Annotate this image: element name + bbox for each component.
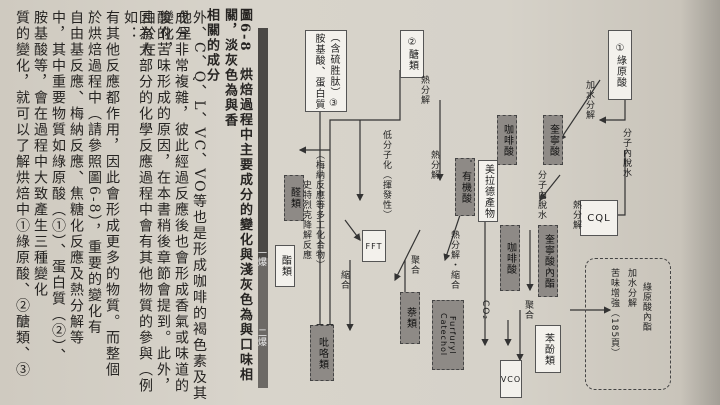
label-strecker: 史特烈克降解反應 xyxy=(301,180,311,260)
text-column: 成分非常複雜，彼此經過反應後也會形成香氣或味道的變化， xyxy=(158,10,189,394)
amino-protein-box: （含硫胜肽）③胺基酸、蛋白質 xyxy=(305,30,347,112)
text-column: 質的變化，就可以了解烘焙中①綠原酸、②醣類、③ xyxy=(14,10,30,378)
sugar-box: ②醣類 xyxy=(400,30,424,78)
chlorogenic-acid-box: ①綠原酸 xyxy=(608,30,632,100)
spacer xyxy=(470,160,472,162)
cql-box: CQL xyxy=(580,200,618,236)
sulfur-box: 吡咯類 xyxy=(310,325,334,381)
label-polymerize: 聚合 xyxy=(409,255,419,275)
text-column: 於烘焙過程中（請參照圖6-8），重要的變化有 xyxy=(86,10,102,336)
fft-box: FFT xyxy=(362,230,386,262)
label-chlorogenic-lactone: 綠原酸內酯 xyxy=(641,282,651,332)
quinide-box: 奎寧酸內酯 xyxy=(538,225,558,297)
label-hydrolysis: 加水分解 xyxy=(584,80,594,120)
maillard-product-box: 美拉德產物 xyxy=(478,160,498,222)
caffeic-acid-box: 咖啡酸 xyxy=(497,115,517,165)
label-intra-dehydration: 分子內脫水 xyxy=(621,128,631,178)
text-column: 胺基酸等，會在過程中大致產生三種變化 xyxy=(32,10,48,298)
first-crack-label: 一爆 xyxy=(256,248,266,266)
label-add-water: 加水分解 xyxy=(626,268,636,308)
label-heat-condense: 熱分解・縮合 xyxy=(449,230,459,290)
label-heat-decomposition-2: 熱分解 xyxy=(419,75,429,105)
phenols-box: 苯酚類 xyxy=(535,325,561,373)
figure-caption-cont: 相關的成分 xyxy=(204,8,219,83)
bitter-reaction-region xyxy=(585,258,671,390)
label-low-molecular: 低分子化（揮發性） xyxy=(381,130,391,220)
label-polymerize-2: 聚合 xyxy=(523,300,533,320)
label-condense: 縮合 xyxy=(339,270,349,290)
label-co2: CO₂ xyxy=(480,300,490,320)
text-column: 中，其中重要物質如綠原酸（①）、蛋白質（②）、 xyxy=(50,10,66,364)
text-column: 因為大部分的化學反應過程中會有其他物質的參與（例如： xyxy=(122,10,153,394)
vco-box: VCO xyxy=(500,360,522,398)
text-column: 自由基反應、梅納反應、焦糖化反應及熱分解等 xyxy=(68,10,84,346)
label-maillard: （梅納反應等多工化合物） xyxy=(314,150,324,270)
figure-caption: 圖6-8 烘焙過程中主要成分的變化與淺灰色為與口味相關，淡灰色為與香 xyxy=(222,8,252,383)
aroma-box: 醛類 xyxy=(284,175,304,221)
text-column: 外、C、Q、L、VC、VO等也是形成咖啡的褐色素及其他呈 xyxy=(176,10,207,402)
caffeic-acid2-box: 咖啡酸 xyxy=(500,225,520,291)
organic-acid-box: 有機酸 xyxy=(455,158,475,216)
timeline-second-stage xyxy=(258,258,268,388)
quinic-acid-box: 奎寧酸 xyxy=(543,115,563,165)
roast-timeline: 一爆 二爆 xyxy=(256,28,268,388)
ester-box: 酯類 xyxy=(275,245,295,287)
second-crack-label: 二爆 xyxy=(256,328,266,346)
text-column: 酸的苦味形成的原因，在本書稍後章節會提到。此外，由於在 xyxy=(140,10,171,394)
label-bitter: 苦味增強（185頁） xyxy=(609,268,619,359)
furfuryl-catechol-box: Furfuryl Catechol xyxy=(432,300,464,370)
text-column: 有其他反應都作用，因此會形成更多的物質。而整個 xyxy=(104,10,120,378)
volatile-box: 萘類 xyxy=(400,292,420,344)
label-intra-dehydration-2: 分子內脫水 xyxy=(536,170,546,220)
label-heat-decomposition-3: 熱分解 xyxy=(429,150,439,180)
page-shadow xyxy=(680,0,720,405)
label-heat-decomposition: 熱分解 xyxy=(571,200,581,230)
